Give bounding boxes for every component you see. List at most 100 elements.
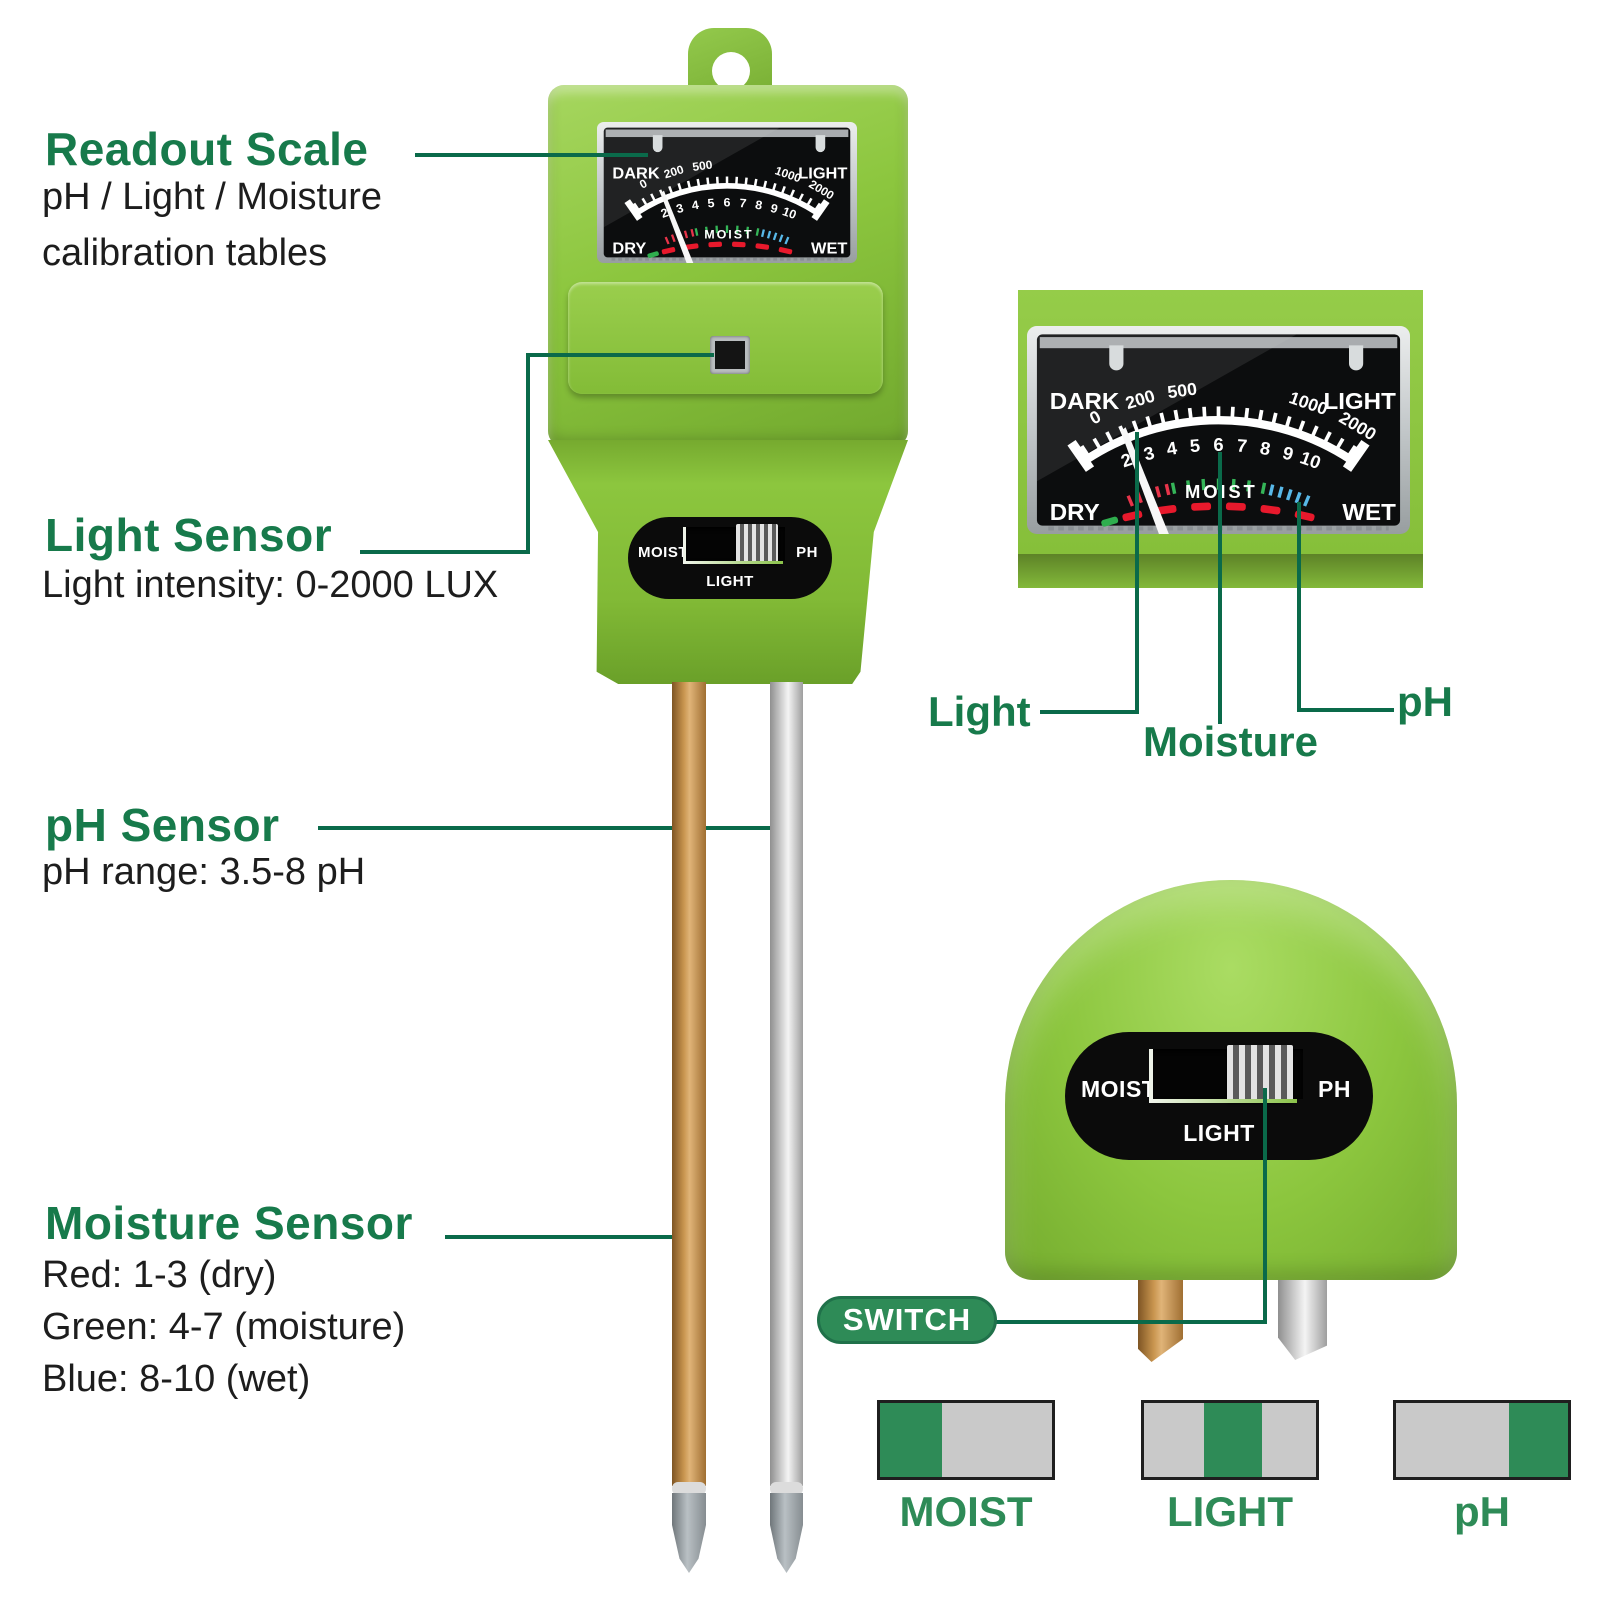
meter-wet-label: WET (1342, 499, 1396, 526)
readout-connector-line (415, 153, 648, 157)
ph-probe-tip (770, 1493, 803, 1573)
legend-label-ph: pH (1454, 1488, 1510, 1535)
moisture-connector-line (445, 1235, 693, 1239)
switch-ph-label: PH (796, 544, 818, 561)
switch-bracket-v (1149, 1049, 1153, 1101)
meter-face (1036, 334, 1401, 526)
meter-clip-left (652, 135, 663, 153)
meter-clip-right (1349, 345, 1364, 371)
moisture-3: 3 (1141, 442, 1156, 465)
moisture-9: 9 (769, 201, 779, 216)
ph-connector-line (318, 826, 788, 830)
light-scale-end-right (1342, 440, 1370, 472)
moisture-probe (672, 682, 706, 1486)
legend-green-segment (1509, 1403, 1568, 1477)
moisture-ticks-green (694, 225, 760, 236)
switch-bracket-h (683, 561, 783, 564)
meter-dry-label: DRY (1050, 499, 1100, 526)
moisture-4: 4 (691, 198, 700, 213)
light-sensor-title: Light Sensor (45, 509, 333, 561)
legend-green-segment (1204, 1403, 1262, 1477)
moisture-2: 2 (659, 205, 670, 220)
callout-moisture: Moisture (1143, 718, 1319, 765)
switch-bracket-v (683, 527, 686, 563)
switch-moist-label: MOIST (638, 544, 688, 561)
callout-ph: pH (1397, 678, 1453, 725)
moisture-8: 8 (754, 198, 763, 213)
switch-light-label: LIGHT (1183, 1120, 1255, 1146)
switch-connector-v (1263, 1088, 1267, 1324)
light-scale-ticks (633, 176, 821, 212)
light-callout-h (1040, 710, 1139, 714)
light-sensor-window (715, 341, 745, 369)
meter-clip-left (1109, 345, 1124, 371)
moisture-5: 5 (707, 196, 715, 210)
readout-scale-line1: pH / Light / Moisture (42, 176, 383, 218)
meter-clip-right (815, 135, 826, 153)
light-scale-arc (1083, 416, 1354, 464)
ph-sensor-title: pH Sensor (45, 799, 280, 851)
meter-light-label: LIGHT (798, 165, 847, 183)
light-sensor-window-frame (710, 336, 750, 374)
moisture-sensor-blue: Blue: 8-10 (wet) (42, 1358, 311, 1400)
legend-label-light: LIGHT (1167, 1488, 1293, 1535)
light-sensor-desc: Light intensity: 0-2000 LUX (42, 564, 499, 606)
readout-meter: DARK LIGHT DRY WET 0 200 500 1000 2000 2… (597, 122, 857, 263)
light-scale-ticks (1080, 406, 1357, 458)
moisture-8: 8 (1258, 437, 1272, 459)
light-scale-500: 500 (1166, 379, 1198, 403)
meter-hinge-strip (605, 129, 849, 138)
ph-dash-green (1101, 516, 1119, 527)
light-callout-v (1135, 432, 1139, 714)
switch-light-label: LIGHT (706, 573, 754, 590)
moisture-sensor-red: Red: 1-3 (dry) (42, 1254, 277, 1296)
switch-pill: SWITCH (817, 1296, 997, 1344)
ph-probe (770, 682, 803, 1486)
moisture-7: 7 (739, 196, 747, 210)
moisture-3: 3 (675, 201, 685, 216)
moisture-sensor-title: Moisture Sensor (45, 1197, 413, 1249)
meter-sheen (1036, 334, 1297, 482)
meter-face (603, 127, 851, 258)
moisture-5: 5 (1189, 435, 1201, 457)
ph-callout-v (1297, 502, 1301, 712)
light-connector-h2 (526, 353, 714, 357)
legend-green-segment (880, 1403, 942, 1477)
readout-scale-line2: calibration tables (42, 232, 328, 274)
meter-wet-label: WET (811, 240, 847, 258)
legend-box-light (1141, 1400, 1319, 1480)
light-scale-200: 200 (662, 162, 686, 181)
legend-label-moist: MOIST (899, 1488, 1033, 1535)
meter-dark-label: DARK (612, 165, 660, 183)
meter-moist-label: MOIST (704, 228, 753, 242)
moisture-callout-v (1218, 452, 1222, 724)
readout-scale-title: Readout Scale (45, 123, 369, 175)
moisture-4: 4 (1165, 437, 1180, 459)
moisture-probe-ring (672, 1482, 706, 1495)
light-scale-500: 500 (691, 157, 713, 173)
light-scale-arc (635, 183, 819, 216)
switch-inset-panel: MOIST PH LIGHT (1065, 1032, 1373, 1160)
switch-thumb (1227, 1045, 1293, 1103)
light-scale-end-right (811, 199, 830, 221)
ph-sensor-desc: pH range: 3.5-8 pH (42, 851, 366, 893)
ph-probe-ring (770, 1482, 803, 1495)
moisture-ticks-blue (760, 229, 790, 245)
ph-callout-h (1297, 708, 1394, 712)
switch-moist-label: MOIST (1081, 1076, 1157, 1102)
moisture-probe-tip (672, 1493, 706, 1573)
meter-needle (1120, 427, 1169, 534)
hanging-hole (712, 52, 750, 90)
meter-hinge-strip (1039, 337, 1398, 349)
mode-switch-panel: MOIST PH LIGHT (628, 517, 832, 599)
meter-needle (660, 190, 694, 263)
moisture-ticks-blue (1268, 484, 1311, 507)
moisture-6: 6 (724, 196, 731, 210)
meter-dark-label: DARK (1050, 388, 1120, 415)
switch-bracket-h (1149, 1099, 1297, 1103)
inset-ph-probe (1278, 1280, 1327, 1360)
light-connector-h1 (360, 550, 530, 554)
ph-dash-green (647, 251, 659, 259)
moisture-7: 7 (1236, 435, 1248, 457)
legend-box-moist (877, 1400, 1055, 1480)
